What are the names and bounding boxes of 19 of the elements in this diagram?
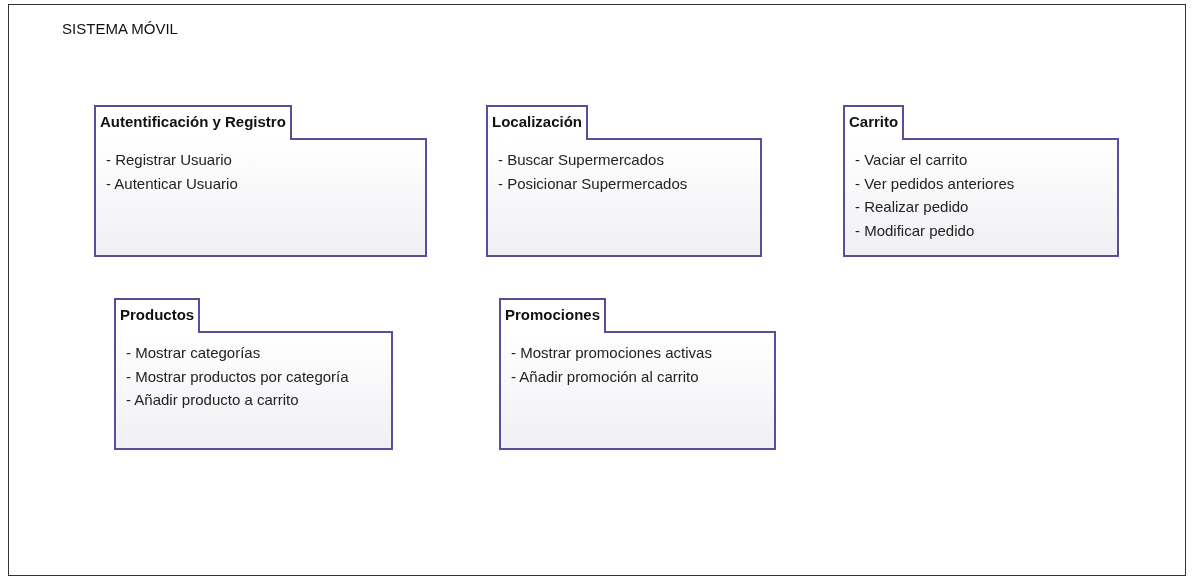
package-tab: Autentificación y Registro	[94, 105, 292, 140]
list-item: - Registrar Usuario	[106, 150, 233, 170]
list-item: - Modificar pedido	[855, 220, 976, 241]
package-tab: Promociones	[499, 298, 607, 333]
list-item: - Vaciar el carrito	[855, 150, 969, 170]
list-item: - Mostrar productos por categoría	[126, 366, 350, 387]
list-item: - Realizar pedido	[855, 197, 970, 217]
list-item: - Añadir promoción al carrito	[511, 366, 700, 387]
list-item: - Mostrar promociones activas	[511, 343, 713, 363]
package-tab: Carrito	[843, 105, 905, 140]
package-tab: Productos	[114, 298, 201, 333]
list-item: - Ver pedidos anteriores	[855, 173, 1016, 194]
list-item: - Buscar Supermercados	[498, 150, 665, 170]
list-item: - Autenticar Usuario	[106, 173, 239, 194]
list-item: - Mostrar categorías	[126, 343, 262, 363]
diagram-title: SISTEMA MÓVIL	[61, 20, 179, 37]
list-item: - Posicionar Supermercados	[498, 173, 689, 194]
list-item: - Añadir producto a carrito	[126, 390, 300, 410]
package-tab: Localización	[486, 105, 589, 140]
